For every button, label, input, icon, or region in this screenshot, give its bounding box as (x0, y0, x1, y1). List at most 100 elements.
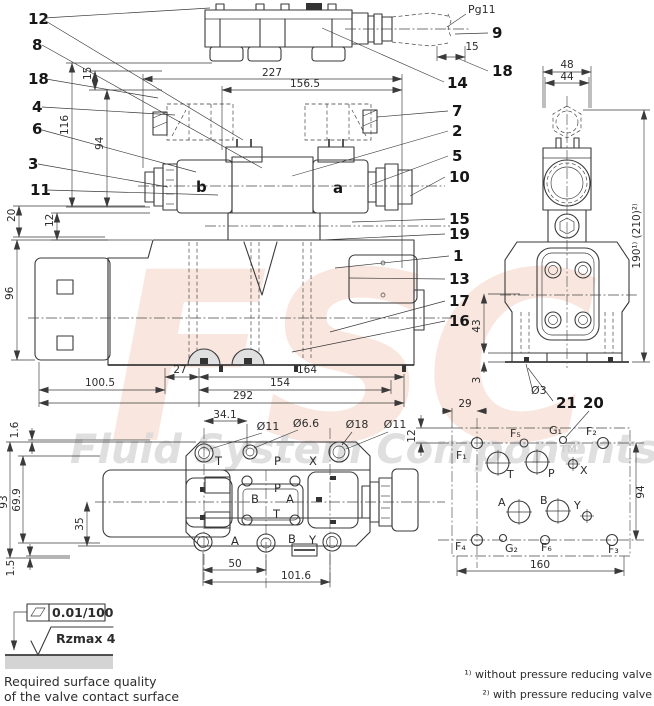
footnote-1: ¹⁾ without pressure reducing valve (464, 668, 652, 681)
solenoid-a-connector (317, 146, 355, 163)
right-callouts: 7 2 5 10 15 19 1 13 17 16 (291, 102, 470, 353)
dia-3-label: Ø3 (531, 384, 547, 397)
y-port-cover (291, 543, 318, 557)
top-cover-screw (306, 3, 322, 10)
dim-1-6: 1.6 (9, 421, 21, 438)
side-view-bottom-dimensions: 27 164 100.5 154 292 (38, 362, 405, 407)
callout-2: 2 (452, 122, 462, 140)
spring-dome-1 (187, 348, 221, 366)
dim-3: 3 (471, 377, 483, 384)
dim-12-pattern: 12 (406, 429, 418, 442)
dim-94: 94 (94, 136, 106, 150)
locating-pin-3 (402, 365, 406, 372)
connector-bottom-a (307, 471, 359, 529)
interface-b-label: B (251, 492, 259, 506)
dia-11-label: Ø11 (257, 420, 280, 433)
dim-12: 12 (44, 214, 56, 227)
dim-160: 160 (530, 559, 550, 571)
roughness-value: Rzmax 4 (56, 631, 116, 646)
solenoid-b-connector (225, 146, 263, 163)
pilot-valve-top-view (204, 3, 470, 62)
dim-96: 96 (4, 286, 16, 300)
manual-override-a (384, 163, 399, 211)
valve-bottom-view: T P X A B Y P B A T (95, 428, 445, 588)
watermark-tm: TM (560, 444, 577, 455)
left-callouts: 12 8 18 4 6 3 11 (28, 7, 263, 199)
dim-27: 27 (173, 364, 186, 376)
dim-20: 20 (6, 209, 18, 222)
hole-a-label: A (498, 496, 506, 509)
connector-bottom-b (185, 477, 233, 528)
bottom-view-dimensions: 34.1 Ø11 Ø6.6 Ø18 Ø11 1.6 93 69.9 1.5 35… (0, 409, 406, 586)
hole-f5-label: F₅ (510, 427, 521, 440)
port-x-label: X (309, 454, 317, 468)
dim-93: 93 (0, 495, 10, 508)
callout-16: 16 (449, 312, 470, 330)
callout-3: 3 (28, 155, 38, 173)
callout-6: 6 (32, 120, 42, 138)
dim-48: 48 (560, 59, 573, 71)
port-p-label: P (274, 454, 281, 468)
hydraulic-symbol-b (152, 103, 234, 141)
dim-190-210: 190¹⁾ (210)²⁾ (631, 203, 643, 269)
top-callouts: Pg11 9 18 14 (321, 3, 513, 92)
hole-b-label: B (540, 494, 548, 507)
dim-44: 44 (560, 71, 574, 83)
locating-pin-2 (294, 365, 298, 372)
dim-50: 50 (228, 558, 241, 570)
interface-p-label: P (274, 481, 281, 495)
hole-g2-label: G₂ (505, 542, 518, 555)
callout-20: 20 (583, 394, 604, 412)
hole-f1-label: F₁ (456, 449, 467, 462)
dim-156-5: 156.5 (290, 78, 320, 90)
flatness-value: 0.01/100 (52, 605, 114, 620)
hole-f4-label: F₄ (455, 540, 466, 553)
callout-4: 4 (32, 98, 42, 116)
pilot-valve-side: b a (138, 139, 445, 214)
dim-34-1: 34.1 (213, 409, 236, 421)
surface-caption-line2: of the valve contact surface (4, 689, 179, 704)
callout-14: 14 (447, 74, 468, 92)
hole-f2-label: F₂ (586, 425, 597, 438)
dia-6-6-label: Ø6.6 (293, 417, 319, 430)
end-cap-bottom-view (102, 469, 231, 538)
dim-35: 35 (74, 517, 86, 530)
surface-bar (5, 655, 113, 669)
dim-101-6: 101.6 (281, 570, 311, 582)
hydraulic-symbol-a (304, 103, 378, 141)
dim-15-plug: 15 (465, 41, 478, 53)
dim-164: 164 (297, 364, 317, 376)
flatness-icon (30, 607, 46, 617)
hole-x-label: X (580, 464, 588, 477)
dim-15: 15 (82, 67, 94, 80)
solenoid-b-label: b (196, 178, 207, 196)
end-cap-left (34, 257, 111, 361)
callout-12: 12 (28, 10, 49, 28)
mounting-pattern-view: F₁ F₅ G₁ F₂ T P X A B Y F₄ G₂ F₆ F₃ 29 1… (406, 398, 647, 576)
callout-1: 1 (453, 247, 463, 265)
main-valve-body-side (28, 239, 452, 372)
solenoid-a-label: a (333, 179, 343, 197)
callout-11: 11 (30, 181, 51, 199)
callout-19: 19 (449, 225, 470, 243)
callout-13: 13 (449, 270, 470, 288)
interface-a-label: A (286, 492, 294, 506)
dim-116: 116 (59, 115, 71, 135)
dim-43: 43 (471, 319, 483, 332)
hole-p-label: P (548, 467, 555, 480)
hole-f3-label: F₃ (608, 543, 619, 556)
callout-21: 21 (556, 394, 577, 412)
dia-18-label: Ø18 (346, 418, 369, 431)
callout-18-left: 18 (28, 70, 49, 88)
locating-pin-1 (219, 365, 223, 372)
surface-caption-line1: Required surface quality (4, 674, 157, 689)
interface-t-label: T (272, 507, 281, 521)
port-y-label: Y (308, 533, 317, 547)
callout-7: 7 (452, 102, 462, 120)
footnotes: ¹⁾ without pressure reducing valve ²⁾ wi… (464, 668, 652, 701)
plug-thread-label: Pg11 (468, 3, 496, 16)
callout-8: 8 (32, 36, 42, 54)
dim-292: 292 (233, 390, 253, 402)
